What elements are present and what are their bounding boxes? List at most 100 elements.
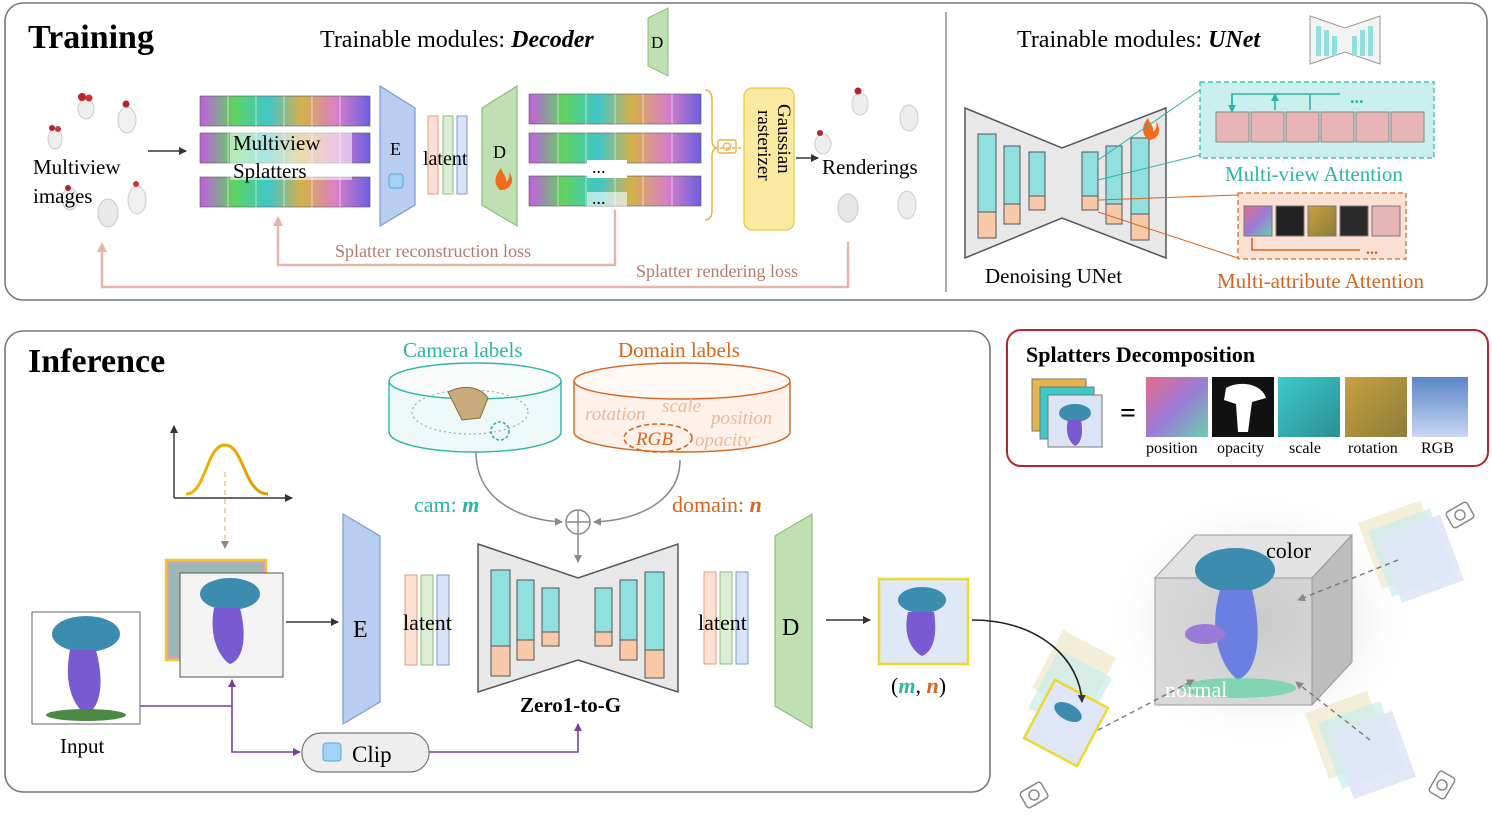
training-decoder-label: D: [493, 142, 506, 162]
decoder-mini-icon: [647, 7, 669, 77]
trainable-unet-name: UNet: [1208, 27, 1261, 53]
multiview-attention-arrows: [1228, 93, 1340, 113]
inference-latent-left-label: latent: [403, 610, 452, 635]
clip-ice-icon: [322, 742, 342, 762]
svg-text:cam: m: cam: m: [414, 492, 479, 517]
training-encoder-label: E: [390, 139, 401, 159]
decoded-splatter-strips: [528, 93, 702, 207]
domain-prefix: domain:: [672, 492, 750, 517]
inference-encoder: [342, 512, 381, 726]
training-encoder: [379, 84, 416, 228]
decomp-label-rgb: RGB: [1421, 440, 1454, 457]
decomposition-stack: [1031, 378, 1103, 448]
multiview-splatters-line2: Splatters: [233, 159, 307, 183]
cube-color-label: color: [1266, 538, 1312, 563]
camera-icon: [717, 139, 737, 154]
decoded-ellipsis-1: ...: [592, 157, 606, 177]
domain-word-opacity: opacity: [695, 430, 751, 451]
domain-labels-title: Domain labels: [618, 338, 740, 362]
multiview-attention-label: Multi-view Attention: [1225, 162, 1403, 186]
svg-text:Trainable modules: UNet: Trainable modules: UNet: [1017, 27, 1261, 53]
domain-word-rgb: RGB: [635, 429, 673, 450]
trainable-decoder-name: Decoder: [510, 27, 594, 53]
decomp-label-position: position: [1146, 440, 1198, 457]
output-comma: ,: [915, 673, 926, 698]
decomp-label-opacity: opacity: [1217, 440, 1264, 457]
trainable-decoder-prefix: Trainable modules:: [320, 27, 511, 53]
output-m: m: [898, 673, 915, 698]
frozen-ice-icon: [388, 173, 404, 189]
inference-decoder: [774, 512, 813, 730]
output-close: ): [939, 673, 946, 698]
denoising-unet-label: Denoising UNet: [985, 264, 1122, 288]
reconstruction-loss-label: Splatter reconstruction loss: [335, 241, 531, 261]
output-to-view-arrow: [971, 619, 1086, 703]
clip-label: Clip: [352, 742, 392, 767]
cube-normal-label: normal: [1165, 677, 1227, 702]
decomp-rotation-map: [1345, 377, 1407, 437]
combine-plus-icon: [565, 509, 591, 535]
output-image: [877, 577, 970, 666]
training-title: Training: [28, 19, 154, 56]
cam-prefix: cam:: [414, 492, 462, 517]
inference-latent-right-label: latent: [698, 610, 747, 635]
inference-title: Inference: [28, 343, 165, 380]
domain-var: n: [750, 492, 762, 517]
svg-text:(m, n): (m, n): [891, 673, 946, 698]
multiview-images-thumbnails: [47, 93, 147, 228]
noise-distribution-plot: [170, 425, 293, 549]
inference-latent-left: [404, 574, 450, 666]
trainable-flame-icon: [495, 168, 512, 190]
multiview-attention-frames: [1215, 111, 1425, 143]
decomp-scale-map: [1278, 377, 1340, 437]
decoder-mini-icon-label: D: [651, 33, 663, 52]
domain-labels-cylinder: [573, 362, 791, 453]
rasterizer-line2: rasterizer: [753, 110, 774, 181]
camera-icon-left: [1019, 781, 1049, 809]
decomp-position-map: [1146, 377, 1208, 437]
domain-word-scale: scale: [662, 396, 701, 417]
decomp-label-scale: scale: [1289, 440, 1321, 457]
training-latent-bars: [427, 115, 468, 195]
decomposition-title: Splatters Decomposition: [1026, 342, 1255, 367]
noisy-input-image: [164, 558, 284, 678]
gaussian-cube-visualization: [1105, 490, 1415, 750]
output-open: (: [891, 673, 898, 698]
trainable-unet-prefix: Trainable modules:: [1017, 27, 1208, 53]
multiattribute-attention-dots: ...: [1366, 241, 1378, 258]
cam-var: m: [462, 492, 479, 517]
input-image: [31, 611, 141, 725]
splatter-strips: [199, 95, 371, 208]
denoising-unet-shape: [964, 106, 1167, 260]
zero1-to-g-unet: [477, 542, 679, 694]
multiview-images-line1: Multiview: [33, 155, 121, 179]
decomposition-equals: =: [1120, 398, 1136, 429]
reconstruction-loss-line: [273, 210, 617, 267]
rasterizer-line1: Gaussian: [773, 104, 794, 174]
domain-word-position: position: [709, 408, 772, 429]
camera-labels-title: Camera labels: [403, 338, 523, 362]
camera-icon-bottom-right: [1428, 770, 1456, 800]
rendering-loss-line: [97, 242, 850, 289]
decomp-rgb-map: [1412, 377, 1468, 437]
renderings-label: Renderings: [822, 155, 918, 179]
camera-labels-cylinder: [388, 362, 562, 453]
training-decoder: [481, 84, 518, 228]
inference-encoder-label: E: [353, 617, 368, 643]
camera-icon-top-right: [1445, 501, 1475, 529]
inference-panel: Inference Camera labels Domain labels ro…: [4, 330, 991, 793]
domain-word-rotation: rotation: [585, 404, 646, 425]
camera-view-stack-left: [1022, 629, 1116, 768]
inference-latent-right: [703, 571, 749, 665]
decomp-label-rotation: rotation: [1348, 440, 1398, 457]
multiview-images-line2: images: [33, 184, 92, 208]
inference-decoder-label: D: [782, 615, 799, 641]
gaussian-rasterizer: [743, 87, 795, 231]
multiattribute-attention-frames: [1243, 205, 1401, 237]
svg-text:domain: n: domain: n: [672, 492, 762, 517]
input-label: Input: [60, 734, 104, 758]
multiattribute-attention-label: Multi-attribute Attention: [1217, 269, 1425, 293]
unet-mini-icon: [1309, 15, 1381, 65]
svg-text:Trainable modules: Decoder: Trainable modules: Decoder: [320, 27, 594, 53]
